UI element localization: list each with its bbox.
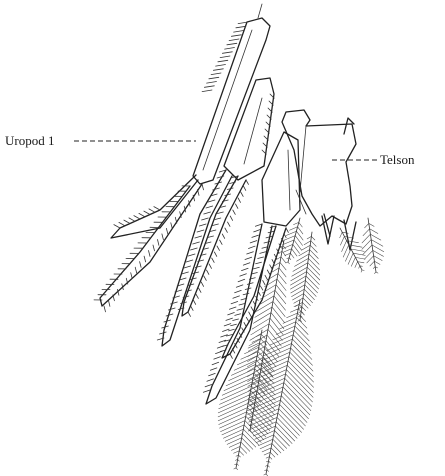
uropod-1-label: Uropod 1: [5, 133, 54, 148]
label-uropod-1: Uropod 1: [5, 133, 196, 148]
telson-outline: [282, 110, 356, 226]
uropod-2: [162, 78, 274, 346]
telson-side-fans: [282, 218, 383, 274]
setal-fans: [218, 232, 320, 476]
marginal-spines: [94, 22, 288, 392]
uropod-1-tip-spine: [258, 4, 262, 18]
uropod-2-peduncle: [224, 78, 274, 180]
uropod-1-peduncle: [193, 18, 270, 184]
uropod-3-rami: [206, 224, 286, 404]
telson: [282, 110, 384, 274]
label-telson: Telson: [332, 152, 415, 167]
uropod-1-rami: [100, 175, 202, 306]
telson-label: Telson: [380, 152, 415, 167]
uropod-3-peduncle: [262, 132, 300, 226]
